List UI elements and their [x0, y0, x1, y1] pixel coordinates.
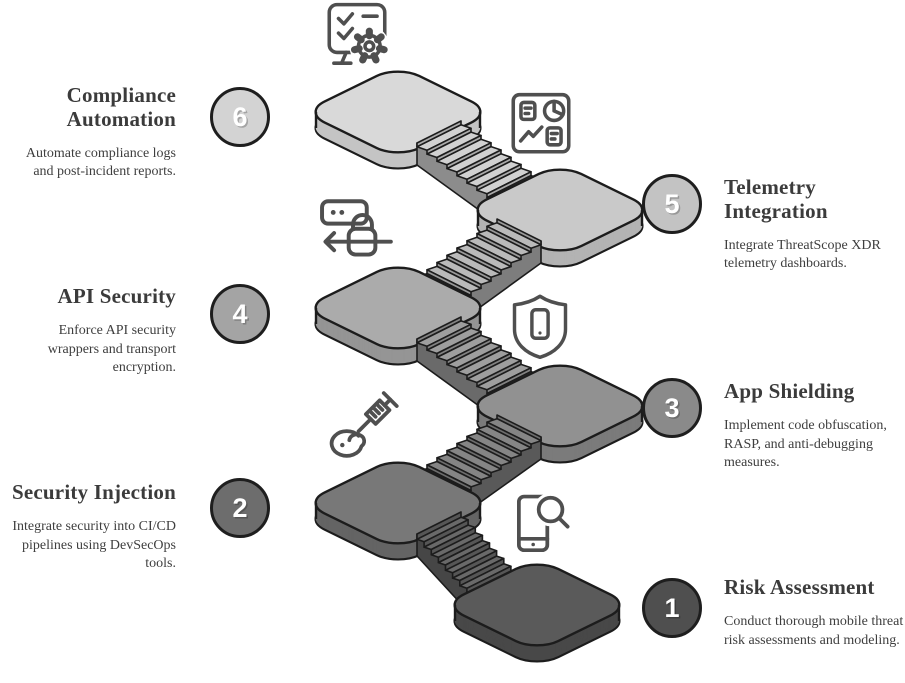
- step-2-label: Security Injection Integrate security in…: [6, 480, 176, 574]
- step-4-number-badge: 4: [210, 284, 270, 344]
- compliance-checklist-gear-icon: [316, 0, 398, 74]
- step-1-title: Risk Assessment: [724, 575, 875, 599]
- step-5-number-badge: 5: [642, 174, 702, 234]
- step-4-description: Enforce API security wrappers and transp…: [47, 322, 176, 376]
- step-1-number: 1: [664, 592, 680, 623]
- step-6-number: 6: [232, 101, 248, 132]
- step-5-label: Telemetry Integration Integrate ThreatSc…: [724, 175, 899, 274]
- step-3-label: App Shielding Implement code obfuscation…: [724, 379, 905, 473]
- step-3-title: App Shielding: [724, 379, 855, 403]
- step-6-title: Compliance Automation: [66, 83, 176, 131]
- step-5-description: Integrate ThreatScope XDR telemetry dash…: [724, 237, 881, 272]
- step-2-title: Security Injection: [12, 480, 176, 504]
- step-3-number: 3: [664, 392, 680, 423]
- syringe-injection-icon: [322, 389, 400, 467]
- step-2-number: 2: [232, 492, 248, 523]
- telemetry-dashboard-icon: [504, 87, 578, 161]
- step-5-number: 5: [664, 188, 680, 219]
- smartphone-magnifier-icon: [501, 486, 579, 564]
- step-3-number-badge: 3: [642, 378, 702, 438]
- api-lock-arrow-icon: [310, 196, 396, 265]
- step-6-label: Compliance Automation Automate complianc…: [6, 83, 176, 182]
- step-1-description: Conduct thorough mobile threat risk asse…: [724, 613, 904, 648]
- step-1-number-badge: 1: [642, 578, 702, 638]
- step-1-label: Risk Assessment Conduct thorough mobile …: [724, 575, 905, 650]
- step-5-title: Telemetry Integration: [724, 175, 828, 223]
- step-2-number-badge: 2: [210, 478, 270, 538]
- step-6-number-badge: 6: [210, 87, 270, 147]
- step-4-label: API Security Enforce API security wrappe…: [6, 284, 176, 378]
- step-4-number: 4: [232, 298, 248, 329]
- step-6-description: Automate compliance logs and post-incide…: [25, 145, 176, 180]
- step-4-title: API Security: [57, 284, 176, 308]
- step-2-description: Integrate security into CI/CD pipelines …: [12, 518, 176, 572]
- step-3-description: Implement code obfuscation, RASP, and an…: [724, 417, 887, 471]
- shield-smartphone-icon: [504, 291, 576, 363]
